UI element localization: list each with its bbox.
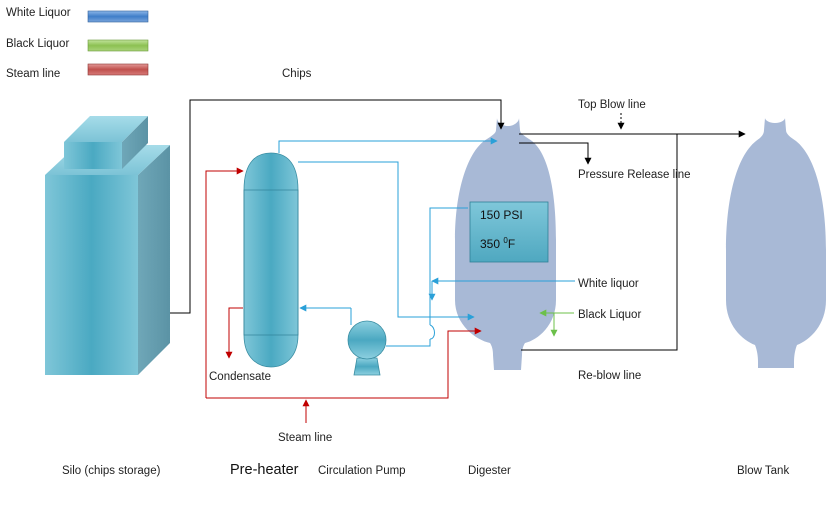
pressure-release-line <box>519 142 592 165</box>
legend-label-white-liquor: White Liquor <box>6 7 71 19</box>
blow-tank-vessel <box>726 118 826 368</box>
digester-temp-unit: F <box>508 237 515 251</box>
legend-swatch-black-liquor <box>87 39 149 52</box>
pressure-release-line-label: Pressure Release line <box>578 169 691 181</box>
silo-cap-side <box>122 116 148 169</box>
silo-caption: Silo (chips storage) <box>62 465 161 477</box>
legend-swatch-steam-line <box>87 63 149 76</box>
circulation-pump-caption: Circulation Pump <box>318 465 406 477</box>
blow-tank <box>726 118 826 368</box>
legend-label-black-liquor: Black Liquor <box>6 38 69 50</box>
digester-caption: Digester <box>468 465 511 477</box>
digester-temp-degree: 0 <box>503 236 508 245</box>
black-lines <box>170 99 746 351</box>
pump-outlet-line <box>386 339 431 347</box>
blow-tank-caption: Blow Tank <box>737 465 789 477</box>
circulation-pump <box>347 320 387 376</box>
condensate-label: Condensate <box>209 371 271 383</box>
condensate-line <box>225 307 243 359</box>
re-blow-line <box>521 134 678 351</box>
legend-item-black-liquor: Black Liquor <box>6 38 149 52</box>
equipment-captions: Silo (chips storage) Pre-heater Circulat… <box>62 462 789 478</box>
silo-front-face <box>45 175 138 375</box>
legend-item-white-liquor: White Liquor <box>6 7 149 23</box>
preheater <box>243 152 299 368</box>
chips-label: Chips <box>282 68 312 80</box>
re-blow-line-label: Re-blow line <box>578 370 641 382</box>
steam-to-preheater-line <box>205 167 244 398</box>
preheater-to-digester-top-line <box>278 137 498 153</box>
pump-base <box>353 357 381 376</box>
legend-label-steam-line: Steam line <box>6 68 60 80</box>
red-lines <box>205 167 482 423</box>
silo <box>45 116 170 375</box>
digester-readout-box <box>469 201 549 263</box>
circulation-return-line <box>429 207 468 325</box>
legend-swatch-white-liquor <box>87 10 149 23</box>
steam-to-digester-line <box>206 327 482 399</box>
flow-labels: Chips Top Blow line Pressure Release lin… <box>209 68 691 444</box>
blue-lines <box>278 137 575 347</box>
legend-item-steam-line: Steam line <box>6 63 149 80</box>
green-lines <box>539 309 574 337</box>
steam-line-label: Steam line <box>278 432 332 444</box>
preheater-caption: Pre-heater <box>230 462 299 478</box>
digester-pressure: 150 PSI <box>480 208 523 222</box>
digester: 150 PSI 350 0F <box>455 118 556 370</box>
pump-casing <box>347 320 387 360</box>
preheater-body-band <box>243 189 299 336</box>
silo-cap-top <box>64 116 148 142</box>
top-blow-line-label: Top Blow line <box>578 99 646 111</box>
black-liquor-line-label: Black Liquor <box>578 309 641 321</box>
digester-temperature: 350 0F <box>480 236 515 251</box>
chips-line <box>170 99 505 314</box>
white-liquor-line-label: White liquor <box>578 278 639 290</box>
silo-cap-front <box>64 142 122 169</box>
digester-temp-value: 350 <box>480 237 503 251</box>
crossover-hop <box>429 324 435 340</box>
silo-side-face <box>138 145 170 375</box>
legend: White Liquor Black Liquor Steam line <box>6 7 149 80</box>
preheater-to-digester-bottom-line <box>298 161 475 321</box>
